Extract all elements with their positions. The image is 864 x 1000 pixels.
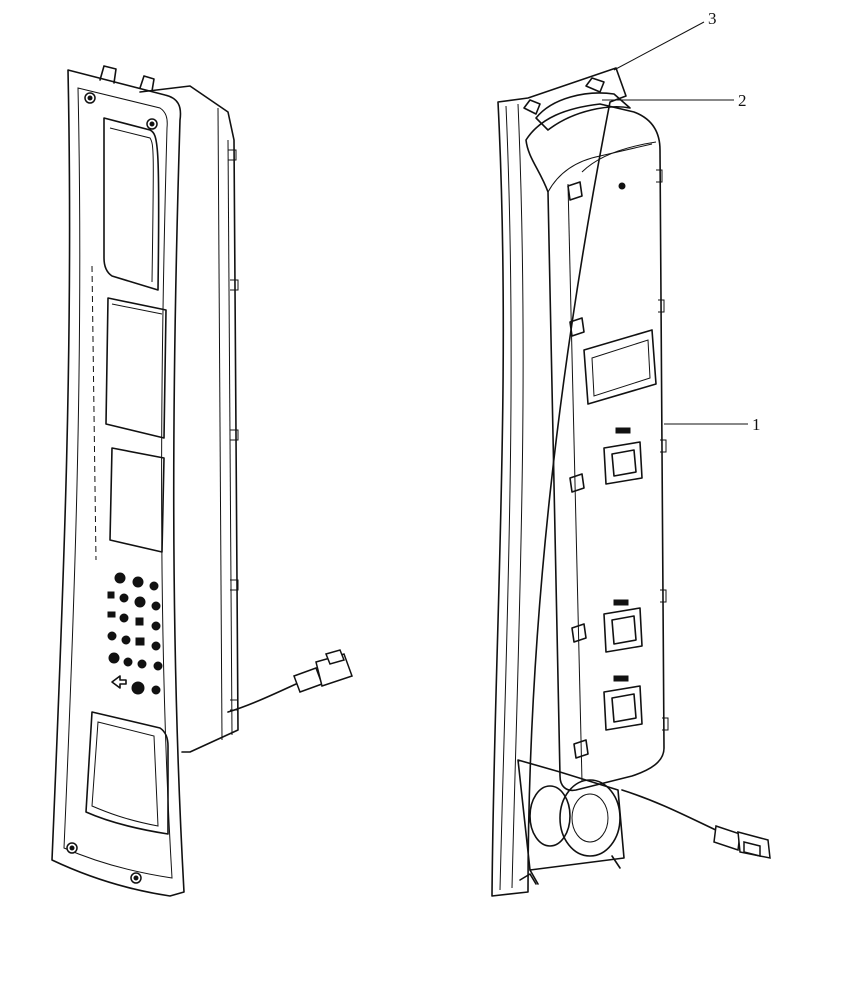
callout-1: 1: [664, 415, 761, 434]
callout-1-label: 1: [752, 415, 761, 434]
front-view-panel: [51, 65, 353, 897]
upper-window: [103, 117, 160, 291]
rear-bezel: [491, 67, 627, 897]
rear-connector-1: [603, 427, 643, 485]
lower-window: [85, 711, 169, 835]
front-bezel: [51, 69, 185, 897]
secondary-screen: [109, 447, 165, 553]
callout-3-label: 3: [708, 9, 717, 28]
lcd-screen: [105, 297, 167, 439]
label-plate: [583, 329, 657, 405]
front-cable: [227, 683, 297, 713]
rear-view-panel: [491, 67, 771, 897]
keypad: [107, 572, 163, 695]
rear-connector-3: [603, 675, 643, 731]
rear-housing: [139, 85, 239, 753]
rear-cable: [621, 789, 721, 833]
front-connector: [293, 649, 353, 693]
callout-3: 3: [613, 9, 717, 71]
rear-connector-2: [603, 599, 643, 653]
rear-connector-plug: [713, 824, 771, 859]
rear-housing-box: [525, 103, 665, 792]
callout-2-label: 2: [738, 91, 747, 110]
callout-2: 2: [602, 91, 747, 110]
speaker-assembly: [517, 759, 625, 885]
